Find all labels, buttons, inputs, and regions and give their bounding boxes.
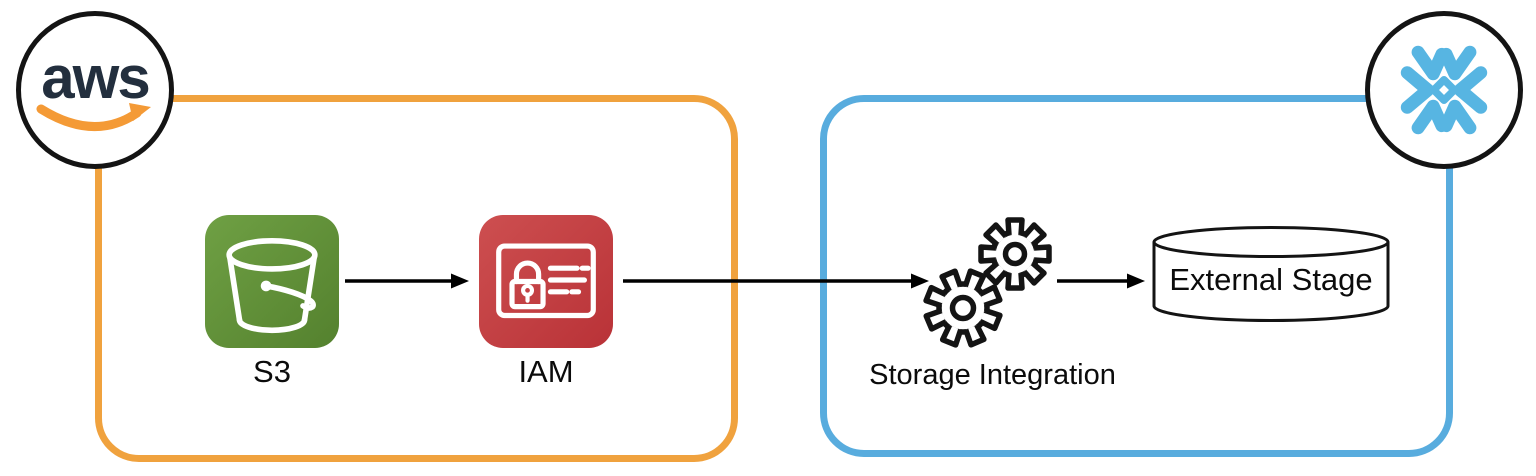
storage-integration-label: Storage Integration [869, 359, 1116, 391]
iam-card-icon [496, 243, 596, 319]
snowflake-logo-badge [1365, 11, 1523, 169]
external-stage-cylinder-icon [1152, 226, 1390, 322]
s3-label: S3 [253, 354, 291, 389]
external-stage-label: External Stage [1169, 262, 1373, 297]
arrow-s3-to-iam [345, 273, 469, 289]
aws-logo-text: aws [41, 44, 150, 111]
gear-small [978, 217, 1052, 291]
gear-large [923, 268, 1003, 348]
snowflake-icon [1400, 45, 1488, 135]
iam-label: IAM [518, 354, 574, 389]
snowflake-account-box [820, 95, 1453, 457]
aws-logo-badge: aws [16, 11, 174, 169]
arrow-iam-to-storage-integration [623, 273, 929, 289]
aws-account-box [95, 95, 738, 462]
arrow-storage-integration-to-external-stage [1057, 273, 1145, 289]
iam-service-icon [479, 215, 613, 348]
s3-bucket-icon [226, 238, 318, 334]
aws-smile-icon [36, 103, 151, 132]
s3-service-icon [205, 215, 339, 348]
gears-icon [923, 217, 1052, 348]
